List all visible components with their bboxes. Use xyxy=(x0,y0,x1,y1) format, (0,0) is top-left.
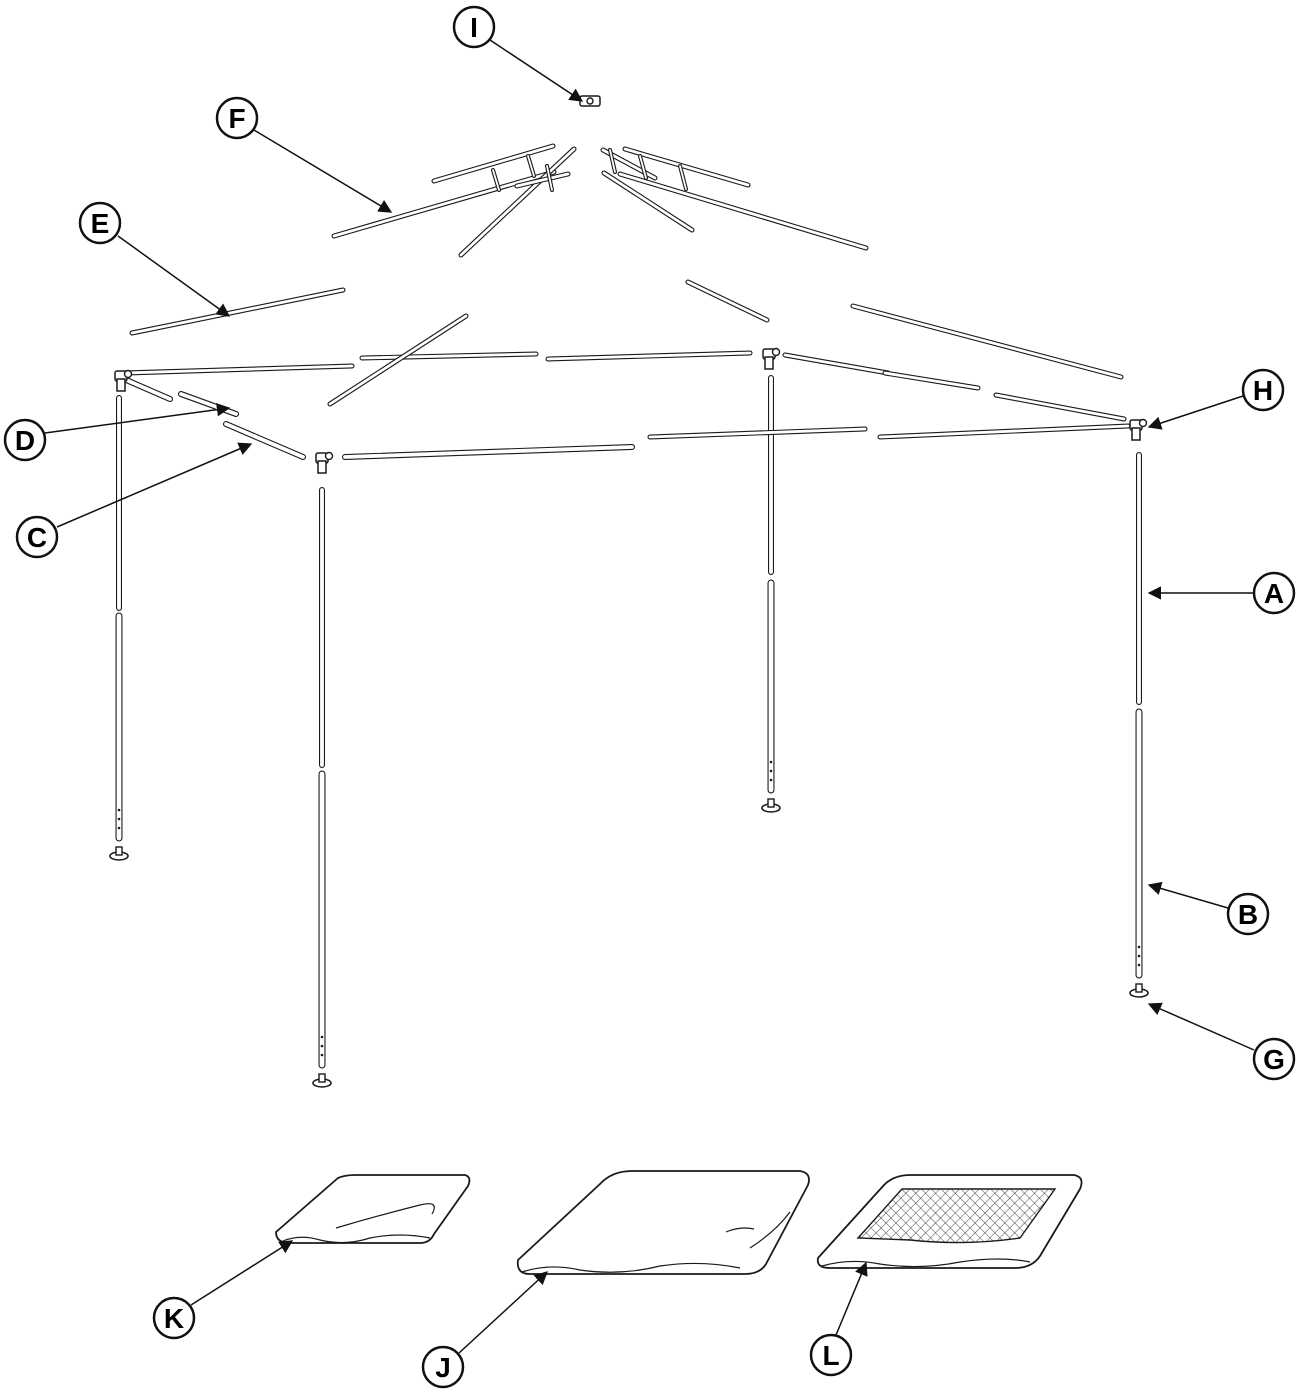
adjust-hole xyxy=(320,1044,324,1048)
rafter-F xyxy=(601,170,695,233)
front-rail xyxy=(647,426,868,440)
label-D-text: D xyxy=(15,425,35,456)
rafter-E xyxy=(327,313,469,407)
label-C-text: C xyxy=(27,522,47,553)
frame-poles xyxy=(109,143,1149,1088)
leader-arrow xyxy=(458,1271,548,1354)
label-G: G xyxy=(1252,1037,1296,1081)
side-rail xyxy=(545,350,753,362)
label-F: F xyxy=(215,96,259,140)
leader-arrow xyxy=(489,39,584,102)
canopy-J-edge xyxy=(521,1262,741,1273)
label-E-text: E xyxy=(91,208,110,239)
rafter-strut xyxy=(491,168,501,192)
leader-arrow xyxy=(190,1240,294,1306)
label-L-text: L xyxy=(822,1340,839,1371)
corner-connector-H xyxy=(762,347,781,370)
rafter-E xyxy=(129,287,346,336)
side-rail xyxy=(122,363,355,376)
label-I-text: I xyxy=(470,12,478,43)
adjust-hole xyxy=(320,1053,324,1057)
foot-post xyxy=(1135,983,1143,993)
label-E: E xyxy=(78,201,122,245)
rafter-strut xyxy=(678,164,688,191)
canopy-K xyxy=(275,1174,471,1244)
leader-arrow xyxy=(1147,395,1244,430)
adjust-hole xyxy=(117,808,121,812)
leader-arrow xyxy=(117,235,231,317)
canopy-J-flap xyxy=(725,1227,755,1233)
adjust-hole xyxy=(320,1035,324,1039)
adjust-hole xyxy=(1137,945,1141,949)
label-B-text: B xyxy=(1238,899,1258,930)
rafter-strut xyxy=(638,154,648,180)
label-F-text: F xyxy=(228,103,245,134)
canopy-J-fold xyxy=(749,1211,791,1249)
front-rail xyxy=(342,444,635,460)
label-C: C xyxy=(15,515,59,559)
foot-post xyxy=(318,1073,326,1083)
label-J-text: J xyxy=(435,1352,451,1383)
side-rail xyxy=(359,351,539,361)
brace-C xyxy=(223,421,306,460)
leader-arrow xyxy=(56,442,253,528)
rafter-E xyxy=(850,303,1124,380)
label-H: H xyxy=(1241,368,1285,412)
side-rail xyxy=(782,352,891,376)
leader-arrow xyxy=(1147,1002,1255,1051)
foot-post xyxy=(115,846,123,856)
canopy-J xyxy=(516,1170,810,1275)
label-leaders xyxy=(44,39,1255,1354)
adjust-hole xyxy=(769,778,773,782)
adjust-hole xyxy=(117,817,121,821)
adjust-hole xyxy=(1137,954,1141,958)
side-rail xyxy=(882,370,981,391)
label-J: J xyxy=(421,1345,465,1389)
rafter-F xyxy=(431,143,556,184)
rafter-F xyxy=(514,171,571,189)
label-I: I xyxy=(452,5,496,49)
adjust-hole xyxy=(1137,963,1141,967)
leader-arrow xyxy=(44,402,231,434)
canopy-K-edge xyxy=(282,1234,431,1244)
leader-arrow xyxy=(1147,881,1229,909)
label-K: K xyxy=(152,1296,196,1340)
canopy-L-mesh xyxy=(856,1188,1057,1244)
corner-connector-H xyxy=(315,451,334,474)
label-A: A xyxy=(1252,571,1296,615)
label-G-text: G xyxy=(1263,1044,1285,1075)
foot-post xyxy=(767,798,775,808)
frame-fittings xyxy=(114,95,1148,474)
side-rail xyxy=(993,392,1127,422)
label-D: D xyxy=(3,418,47,462)
corner-connector-H xyxy=(1129,418,1148,441)
rafter-strut xyxy=(545,164,554,192)
label-K-text: K xyxy=(164,1303,184,1334)
label-A-text: A xyxy=(1264,578,1284,609)
adjust-hole xyxy=(769,769,773,773)
rafter-strut xyxy=(608,148,617,174)
rafter-F xyxy=(617,171,869,251)
leader-arrow xyxy=(835,1261,868,1336)
front-rail xyxy=(877,423,1131,440)
label-L: L xyxy=(809,1333,853,1377)
adjust-hole xyxy=(769,760,773,764)
canopy-panels xyxy=(275,1170,1083,1275)
adjust-hole xyxy=(117,826,121,830)
rafter-F xyxy=(458,146,577,258)
corner-connector-H xyxy=(114,369,133,392)
rafter-strut xyxy=(526,154,536,178)
canopy-L-edge xyxy=(821,1258,1031,1268)
leader-arrow xyxy=(253,129,393,213)
label-H-text: H xyxy=(1253,375,1273,406)
rafter-E xyxy=(685,279,770,323)
top-hub-I xyxy=(579,95,601,107)
brace-D xyxy=(121,376,173,402)
rafter-F xyxy=(331,169,557,239)
rafter-F xyxy=(622,146,751,188)
label-B: B xyxy=(1226,892,1270,936)
canopy-K-fold xyxy=(335,1203,435,1229)
